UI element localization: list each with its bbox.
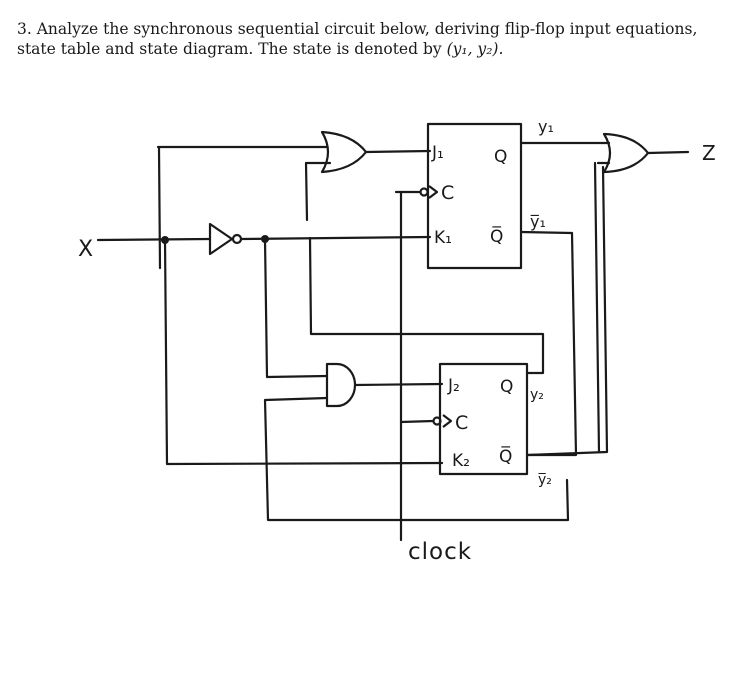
label-y2bar: y̅₂	[538, 472, 552, 488]
wires	[96, 141, 690, 542]
jk-flip-flop-1	[426, 122, 523, 270]
label-ff2-j: J₂	[447, 376, 460, 396]
or-gate-2	[602, 132, 650, 174]
state-notation: (y₁, y₂).	[446, 40, 504, 58]
label-ff2-qbar: Q̅	[499, 445, 512, 467]
label-ff2-q: Q	[500, 377, 513, 397]
label-ff1-q: Q	[494, 147, 507, 167]
label-ff1-qbar: Q̅	[490, 225, 503, 247]
not-gate	[208, 222, 243, 256]
question-body: 3. Analyze the synchronous sequential ci…	[17, 20, 698, 58]
and-gate	[325, 362, 357, 408]
label-ff2-k: K₂	[452, 451, 470, 471]
label-input-x: X	[78, 237, 93, 262]
ff2-clock-input	[432, 414, 453, 428]
junction-dot-xbar	[261, 235, 269, 243]
label-ff1-k: K₁	[434, 228, 452, 248]
label-ff1-j: J₁	[431, 143, 444, 163]
label-ff2-c: C	[455, 412, 468, 434]
label-y1: y₁	[538, 117, 554, 136]
question-text: 3. Analyze the synchronous sequential ci…	[17, 19, 717, 59]
label-y2: y₂	[530, 387, 544, 403]
label-y1bar: y̅₁	[530, 212, 546, 231]
or-gate-1	[320, 130, 368, 174]
label-output-z: Z	[702, 141, 716, 165]
junction-dot-x	[161, 236, 169, 244]
label-ff1-c: C	[441, 182, 454, 204]
label-clock: clock	[408, 539, 472, 565]
